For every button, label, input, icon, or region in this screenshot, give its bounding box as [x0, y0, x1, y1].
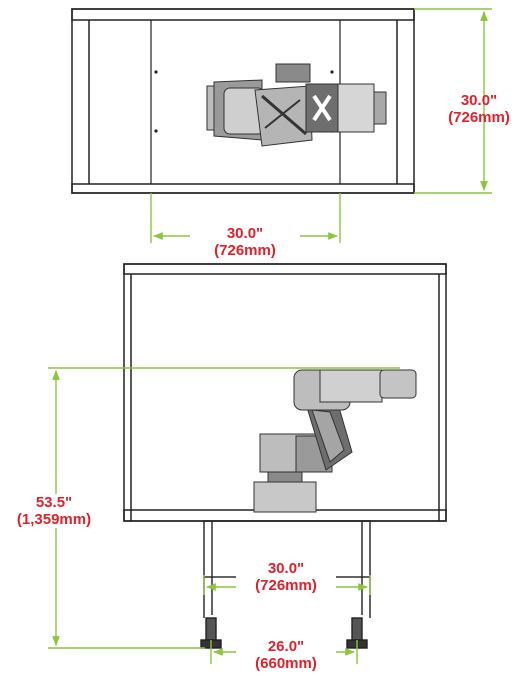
robot-arm-top-view: [206, 63, 387, 147]
foot-width-inches: 26.0": [267, 638, 305, 655]
base-width-label: 30.0" (726mm): [236, 560, 336, 594]
robot-arm-front-view: [253, 369, 417, 513]
base-width-inches: 30.0": [267, 560, 305, 577]
top-view-height-inches: 30.0": [460, 92, 498, 109]
top-view-height-dimension: [414, 8, 492, 194]
front-view-height-mm: (1,359mm): [16, 511, 92, 528]
front-view-height-inches: 53.5": [35, 494, 73, 511]
top-view: [71, 8, 492, 243]
top-view-frame: [71, 8, 415, 194]
top-view-width-label: 30.0" (726mm): [190, 225, 300, 259]
top-view-height-label: 30.0" (726mm): [438, 92, 520, 126]
foot-width-label: 26.0" (660mm): [236, 638, 336, 672]
front-view: [48, 263, 447, 664]
top-view-height-mm: (726mm): [448, 109, 510, 126]
top-view-width-inches: 30.0": [226, 225, 264, 242]
foot-width-mm: (660mm): [255, 655, 317, 672]
top-view-width-mm: (726mm): [214, 242, 276, 259]
front-view-height-label: 53.5" (1,359mm): [4, 494, 104, 528]
base-width-mm: (726mm): [255, 577, 317, 594]
